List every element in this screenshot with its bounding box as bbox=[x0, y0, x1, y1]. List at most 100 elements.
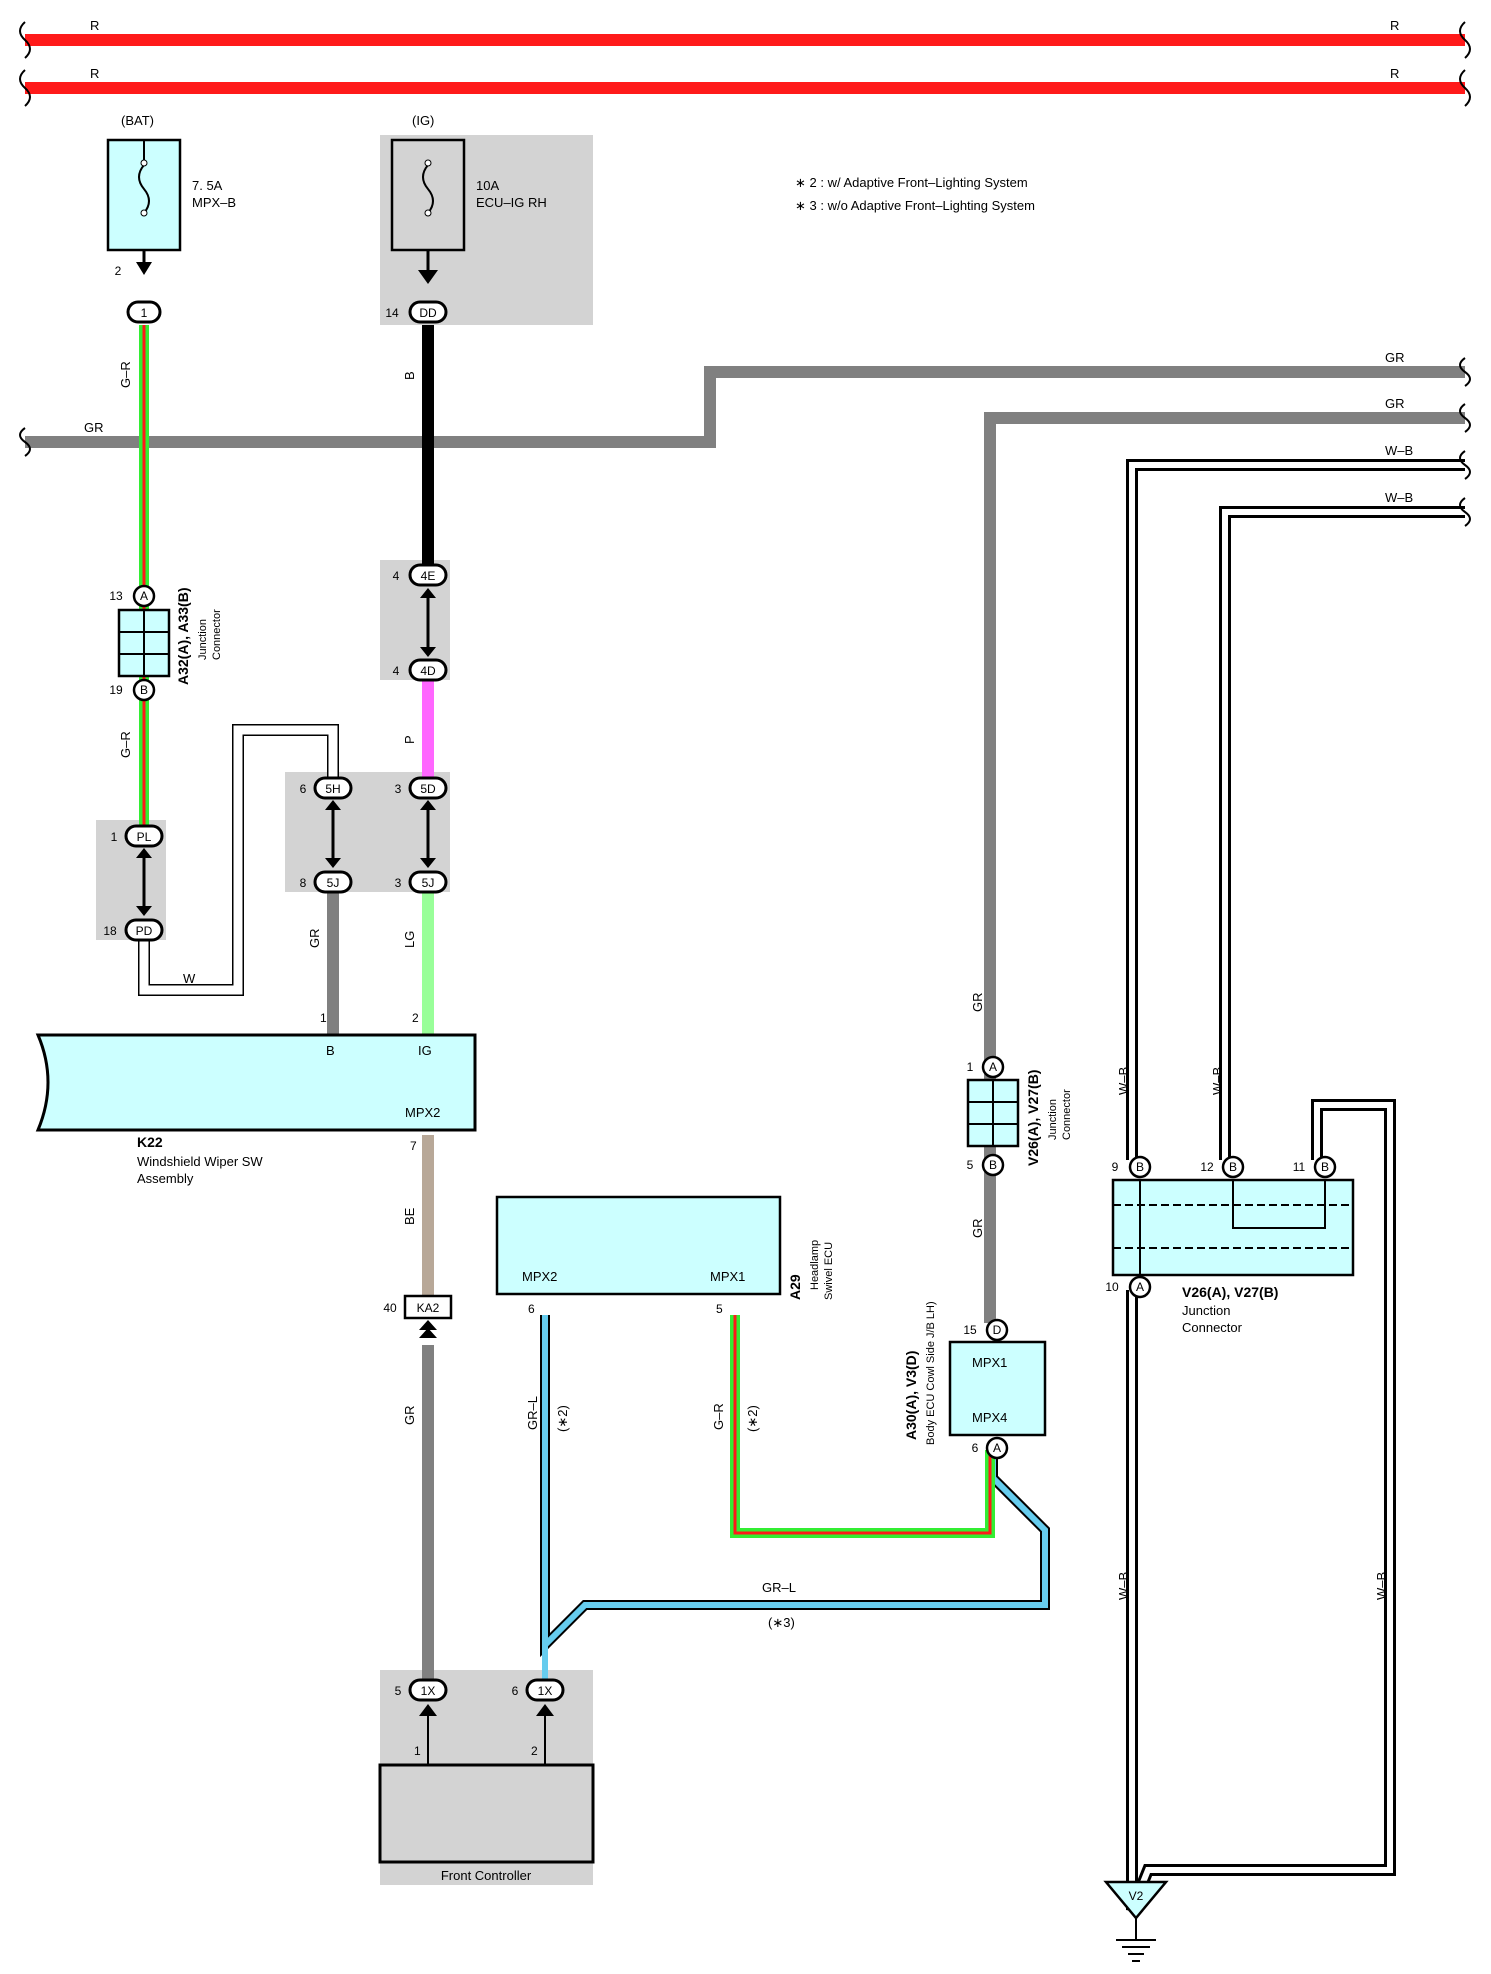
svg-text:5J: 5J bbox=[422, 876, 435, 890]
fuse-ecuig-name: ECU–IG RH bbox=[476, 195, 547, 210]
g-r-label-1: G–R bbox=[118, 361, 133, 388]
shaded-areas bbox=[96, 135, 593, 1885]
wb-wires: W–B W–B W–B W–B W–B W–B bbox=[1116, 443, 1471, 1913]
wb-label-6: W–B bbox=[1374, 1572, 1389, 1600]
connector-pd: PD 18 bbox=[103, 918, 164, 942]
arrow-lines bbox=[142, 250, 546, 1765]
svg-text:18: 18 bbox=[103, 924, 117, 938]
lg-wire: LG bbox=[402, 890, 434, 1035]
gr-bus: GR GR GR bbox=[19, 350, 1471, 1323]
p-wire: P bbox=[402, 680, 434, 785]
svg-text:A: A bbox=[993, 1441, 1001, 1455]
k22-name2: Assembly bbox=[137, 1171, 194, 1186]
gr-bus-label-right: GR bbox=[1385, 350, 1405, 365]
v26-mid-name1: Junction bbox=[1047, 1099, 1059, 1140]
mating-arrows bbox=[136, 262, 554, 1716]
svg-text:11: 11 bbox=[1293, 1160, 1306, 1174]
bus-label-right-bottom: R bbox=[1390, 66, 1399, 81]
svg-text:DD: DD bbox=[419, 306, 437, 320]
svg-text:B: B bbox=[1136, 1160, 1144, 1174]
a29-mpx1: MPX1 bbox=[710, 1269, 745, 1284]
svg-text:A: A bbox=[989, 1060, 997, 1074]
svg-text:3: 3 bbox=[395, 782, 402, 796]
a30-name: Body ECU Cowl Side J/B LH) bbox=[925, 1301, 937, 1445]
svg-text:B: B bbox=[1229, 1160, 1237, 1174]
k22-pin-b: B bbox=[326, 1043, 335, 1058]
v26-mid-code: V26(A), V27(B) bbox=[1025, 1070, 1041, 1166]
connector-1x-left: 1X 5 bbox=[395, 1678, 448, 1702]
svg-text:15: 15 bbox=[963, 1323, 977, 1337]
lg-wire-label: LG bbox=[402, 931, 417, 948]
svg-text:V2: V2 bbox=[1129, 1889, 1144, 1903]
svg-text:1X: 1X bbox=[421, 1684, 436, 1698]
gr-k22-label: GR bbox=[307, 929, 322, 949]
g-r-label-3: G–R bbox=[711, 1403, 726, 1430]
svg-text:4: 4 bbox=[393, 664, 400, 678]
be-wire: BE GR bbox=[402, 1135, 434, 1685]
v26-right-code: V26(A), V27(B) bbox=[1182, 1284, 1278, 1300]
front-controller: 1 2 Front Controller bbox=[378, 1744, 595, 1883]
a30-mpx4: MPX4 bbox=[972, 1410, 1007, 1425]
note-star2: ∗ 2 : w/ Adaptive Front–Lighting System bbox=[795, 175, 1028, 190]
gr-bus2-label-right: GR bbox=[1385, 396, 1405, 411]
connector-5j-right: 5J 3 bbox=[395, 870, 448, 894]
svg-text:PD: PD bbox=[136, 924, 153, 938]
svg-text:1X: 1X bbox=[538, 1684, 553, 1698]
fuse-mpxb-rating: 7. 5A bbox=[192, 178, 223, 193]
connector-4d: 4D 4 bbox=[393, 658, 448, 682]
connector-dd: DD 14 bbox=[385, 300, 448, 324]
v26-right-name2: Connector bbox=[1182, 1320, 1243, 1335]
a32-code: A32(A), A33(B) bbox=[175, 588, 191, 686]
svg-text:40: 40 bbox=[383, 1301, 397, 1315]
svg-text:4: 4 bbox=[393, 569, 400, 583]
svg-text:6: 6 bbox=[512, 1684, 519, 1698]
gr-fc-label: GR bbox=[402, 1406, 417, 1426]
a29-headlamp-swivel-ecu: MPX2 MPX1 6 5 A29 Headlamp Swivel ECU bbox=[495, 1195, 835, 1316]
svg-text:5D: 5D bbox=[420, 782, 436, 796]
k22-pin-mpx2: MPX2 bbox=[405, 1105, 440, 1120]
g-r-wire-a29: G–R (∗2) bbox=[711, 1315, 995, 1538]
connector-1: 1 2 bbox=[115, 264, 162, 324]
a29-code: A29 bbox=[787, 1274, 803, 1300]
a32-name2: Connector bbox=[211, 609, 223, 660]
svg-text:3: 3 bbox=[395, 876, 402, 890]
connector-pl: PL 1 bbox=[111, 824, 164, 848]
a29-mpx2: MPX2 bbox=[522, 1269, 557, 1284]
connector-1x-right: 1X 6 bbox=[512, 1678, 565, 1702]
svg-text:1: 1 bbox=[141, 306, 148, 320]
v26-mid-name2: Connector bbox=[1061, 1089, 1073, 1140]
svg-text:PL: PL bbox=[137, 830, 152, 844]
bus-label-right-top: R bbox=[1390, 18, 1399, 33]
svg-text:6: 6 bbox=[300, 782, 307, 796]
connector-ka2: KA2 40 bbox=[383, 1294, 453, 1320]
star2-label-1: (∗2) bbox=[555, 1405, 570, 1432]
gr-v26-label-1: GR bbox=[970, 993, 985, 1013]
svg-text:D: D bbox=[993, 1323, 1002, 1337]
wb-label-3: W–B bbox=[1116, 1067, 1131, 1095]
junction-v26-middle: A 1 B 5 V26(A), V27(B) Junction Connecto… bbox=[967, 1055, 1073, 1177]
svg-text:1: 1 bbox=[967, 1060, 974, 1074]
k22-wiper-switch: 1 2 B IG MPX2 7 K22 Windshield Wiper SW … bbox=[35, 1011, 477, 1186]
g-r-label-2: G–R bbox=[118, 731, 133, 758]
wb-label-2: W–B bbox=[1385, 490, 1413, 505]
gr-v26-label-2: GR bbox=[970, 1219, 985, 1239]
b-wire-label: B bbox=[402, 371, 417, 380]
svg-text:13: 13 bbox=[109, 589, 123, 603]
svg-text:A: A bbox=[140, 589, 148, 603]
g-r-wire-left: G–R G–R bbox=[118, 325, 149, 830]
front-controller-name: Front Controller bbox=[441, 1868, 532, 1883]
be-label: BE bbox=[402, 1207, 417, 1225]
power-bus: R R R R bbox=[19, 18, 1471, 107]
svg-text:14: 14 bbox=[385, 306, 399, 320]
svg-text:1: 1 bbox=[414, 1744, 421, 1758]
svg-text:A: A bbox=[1136, 1280, 1144, 1294]
svg-text:10: 10 bbox=[1105, 1280, 1119, 1294]
wb-label-1: W–B bbox=[1385, 443, 1413, 458]
ig-label: (IG) bbox=[412, 113, 434, 128]
a32-name1: Junction bbox=[197, 619, 209, 660]
a29-name1: Headlamp bbox=[809, 1240, 821, 1290]
b-wire: B bbox=[402, 325, 434, 575]
note-star3: ∗ 3 : w/o Adaptive Front–Lighting System bbox=[795, 198, 1035, 213]
svg-text:2: 2 bbox=[115, 264, 122, 278]
svg-text:5H: 5H bbox=[325, 782, 340, 796]
